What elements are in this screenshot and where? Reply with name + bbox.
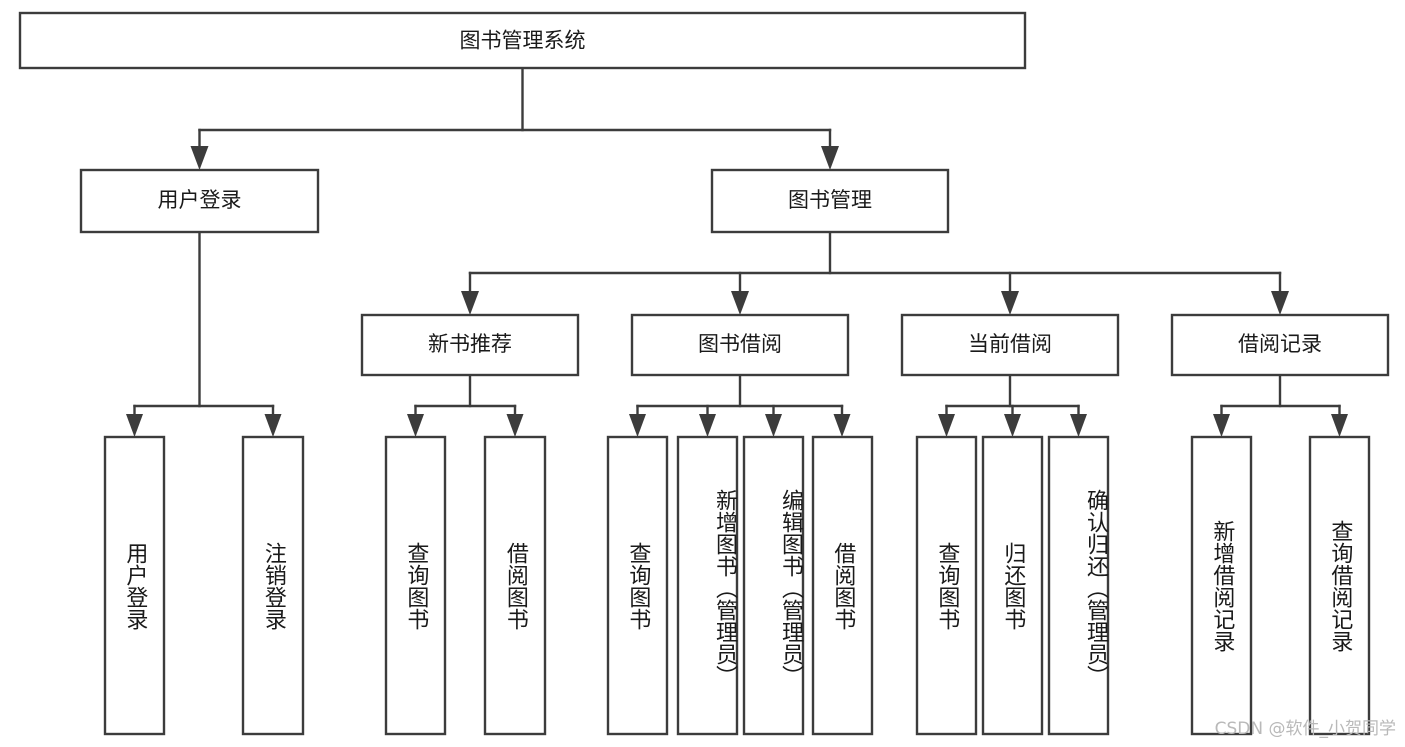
edges-user-login-to-leaves: [126, 230, 282, 437]
node-new-book-rec[interactable]: 新书推荐: [360, 313, 580, 377]
arrow-to-leaf-return-book: [1004, 414, 1021, 437]
csdn-watermark: CSDN @软件_小贺同学: [1214, 719, 1396, 739]
node-root-label: 图书管理系统: [460, 29, 586, 53]
arrow-to-book-manage: [821, 146, 839, 170]
arrow-to-leaf-query-book-rec: [407, 414, 424, 437]
leaf-box-query-book-borrow[interactable]: [606, 435, 669, 736]
leaf-box-query-borrow-record[interactable]: [1308, 435, 1371, 736]
arrow-to-new-book-rec: [461, 291, 479, 315]
node-root-box: [18, 11, 1027, 70]
leaf-box-borrow-book-rec[interactable]: [483, 435, 547, 736]
edges-book-manage-to-level3: [461, 230, 1289, 315]
node-book-borrow[interactable]: 图书借阅: [630, 313, 850, 377]
node-root[interactable]: 图书管理系统: [18, 11, 1027, 70]
arrow-to-current-borrow: [1001, 291, 1019, 315]
node-new-book-rec-box: [360, 313, 580, 377]
arrow-to-leaf-query-book-cur: [938, 414, 955, 437]
node-book-manage[interactable]: 图书管理: [710, 168, 950, 234]
arrow-to-leaf-query-borrow-record: [1331, 414, 1348, 437]
node-book-borrow-label: 图书借阅: [698, 332, 782, 356]
arrow-to-leaf-edit-book: [765, 414, 782, 437]
node-book-borrow-box: [630, 313, 850, 377]
arrow-to-leaf-user-login: [126, 414, 143, 437]
node-book-manage-label: 图书管理: [788, 188, 872, 212]
node-new-book-rec-label: 新书推荐: [428, 332, 512, 356]
arrow-to-leaf-borrow-book: [833, 414, 851, 437]
edges-root-to-level2: [190, 66, 839, 170]
edges-borrow-record-to-leaves: [1213, 373, 1348, 437]
edges-current-borrow-to-leaves: [938, 373, 1087, 437]
node-current-borrow[interactable]: 当前借阅: [900, 313, 1120, 377]
edges-new-book-rec-to-leaves: [407, 373, 524, 437]
leaf-box-edit-book[interactable]: [742, 435, 805, 736]
node-book-manage-box: [710, 168, 950, 234]
leaf-box-user-login[interactable]: [103, 435, 166, 736]
arrow-to-borrow-record: [1271, 291, 1289, 315]
arrow-to-leaf-add-borrow-record: [1213, 414, 1230, 437]
node-user-login-label: 用户登录: [158, 188, 242, 212]
arrow-to-leaf-query-book-borrow: [629, 414, 646, 437]
leaf-box-add-book[interactable]: [676, 435, 739, 736]
leaf-box-return-book[interactable]: [981, 435, 1044, 736]
leaf-box-query-book-rec[interactable]: [384, 435, 447, 736]
leaf-boxes: [103, 435, 1371, 736]
node-current-borrow-label: 当前借阅: [968, 332, 1052, 356]
leaf-box-query-book-cur[interactable]: [915, 435, 978, 736]
arrow-to-leaf-logout: [264, 414, 282, 437]
node-borrow-record-box: [1170, 313, 1390, 377]
arrow-to-user-login: [190, 146, 209, 170]
arrow-to-leaf-add-book: [699, 414, 716, 437]
leaf-box-borrow-book[interactable]: [811, 435, 874, 736]
arrow-to-leaf-borrow-book-rec: [506, 414, 524, 437]
node-user-login[interactable]: 用户登录: [79, 168, 320, 234]
node-current-borrow-box: [900, 313, 1120, 377]
leaf-box-add-borrow-record[interactable]: [1190, 435, 1253, 736]
node-borrow-record-label: 借阅记录: [1238, 332, 1322, 356]
arrow-to-leaf-confirm-return: [1070, 414, 1087, 437]
edges-book-borrow-to-leaves: [629, 373, 851, 437]
node-user-login-box: [79, 168, 320, 234]
node-borrow-record[interactable]: 借阅记录: [1170, 313, 1390, 377]
leaf-box-confirm-return[interactable]: [1047, 435, 1110, 736]
leaf-box-logout[interactable]: [241, 435, 305, 736]
arrow-to-book-borrow: [731, 291, 749, 315]
